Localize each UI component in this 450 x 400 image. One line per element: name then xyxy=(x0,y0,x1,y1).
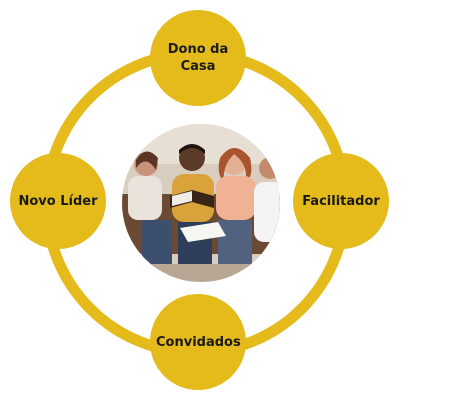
node-label-right: Facilitador xyxy=(302,193,380,209)
node-facilitador: Facilitador xyxy=(293,153,389,249)
node-novo-lider: Novo Líder xyxy=(10,153,106,249)
node-dono-da-casa: Dono da Casa xyxy=(150,10,246,106)
node-convidados: Convidados xyxy=(150,294,246,390)
group-photo xyxy=(122,124,280,282)
node-label-bottom: Convidados xyxy=(156,334,241,350)
node-label-top: Dono da Casa xyxy=(167,42,229,74)
node-label-left: Novo Líder xyxy=(18,193,98,209)
group-bible-study-image xyxy=(122,124,280,282)
